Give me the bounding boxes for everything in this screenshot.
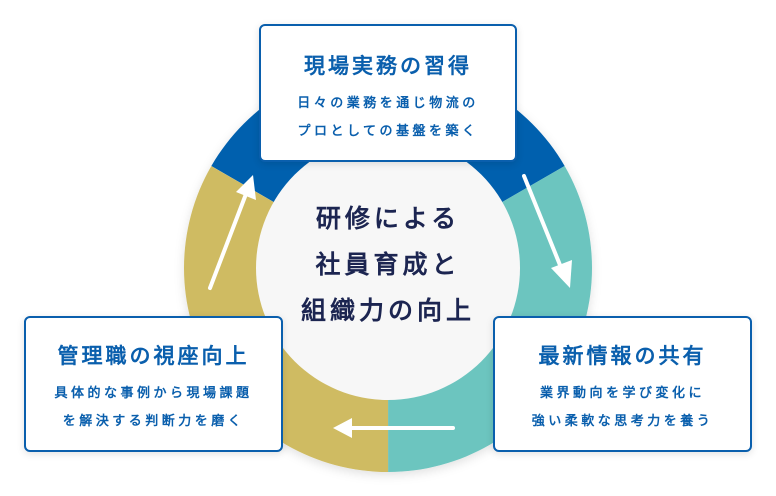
step-desc: を解決する判断力を磨く bbox=[62, 414, 245, 429]
center-line: 研修による bbox=[315, 204, 461, 233]
step-desc: 業界動向を学び変化に bbox=[539, 386, 705, 401]
step-title: 現場実務の習得 bbox=[304, 54, 472, 78]
step-box-onsite-practice: 現場実務の習得 日々の業務を通じ物流の プロとしての基盤を築く bbox=[259, 24, 517, 162]
step-desc: 具体的な事例から現場課題 bbox=[54, 386, 253, 401]
center-line: 組織力の向上 bbox=[300, 296, 475, 325]
center-label: 研修による 社員育成と 組織力の向上 bbox=[256, 196, 520, 334]
step-title: 管理職の視座向上 bbox=[57, 344, 250, 368]
center-line: 社員育成と bbox=[315, 250, 461, 279]
arrow-left-icon bbox=[333, 418, 455, 438]
step-box-info-sharing: 最新情報の共有 業界動向を学び変化に 強い柔軟な思考力を養う bbox=[493, 316, 752, 452]
arrow-down-right-icon bbox=[522, 174, 572, 288]
step-desc: 日々の業務を通じ物流の bbox=[297, 96, 479, 111]
step-desc: 強い柔軟な思考力を養う bbox=[531, 414, 714, 429]
arrow-up-right-icon bbox=[208, 175, 256, 290]
center-circle bbox=[256, 136, 520, 400]
step-title: 最新情報の共有 bbox=[538, 344, 707, 368]
step-box-manager-perspective: 管理職の視座向上 具体的な事例から現場課題 を解決する判断力を磨く bbox=[24, 316, 283, 452]
step-desc: プロとしての基盤を築く bbox=[297, 124, 479, 139]
